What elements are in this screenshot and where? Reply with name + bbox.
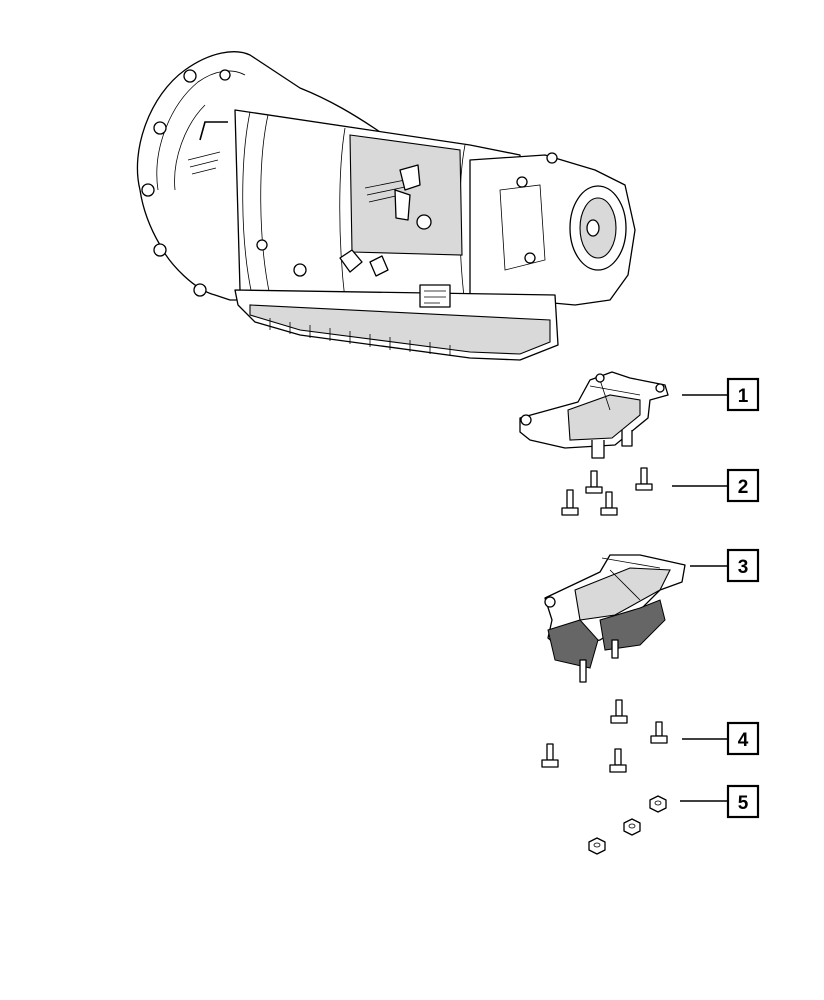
callout-label-1: 1	[738, 386, 749, 407]
callout-label-5: 5	[738, 793, 749, 814]
bolt	[609, 748, 627, 773]
callout-box-1	[726, 377, 760, 412]
callout-label-3: 3	[738, 557, 749, 578]
nut	[623, 818, 641, 836]
callout-box-2	[726, 468, 760, 503]
callout-box-4	[726, 721, 760, 756]
callout-box-3	[726, 548, 760, 583]
part-5-nuts	[588, 795, 667, 855]
bolt	[650, 721, 668, 744]
transmission-assembly	[136, 51, 636, 361]
callout-1: 1	[726, 377, 760, 412]
callout-2: 2	[726, 468, 760, 503]
callout-box-5	[726, 784, 760, 819]
part-3-insulator	[544, 554, 686, 683]
part-1-mount-bracket	[519, 371, 669, 459]
bolt	[610, 699, 628, 724]
part-4-bolts	[541, 699, 668, 773]
callout-label-4: 4	[738, 730, 749, 751]
callout-4: 4	[726, 721, 760, 756]
callout-3: 3	[726, 548, 760, 583]
nut	[588, 837, 606, 855]
bolt	[541, 743, 559, 768]
bolt	[600, 491, 618, 516]
callout-leaders	[672, 394, 728, 802]
bolt	[561, 489, 579, 516]
bolt	[585, 470, 603, 494]
callout-5: 5	[726, 784, 760, 819]
bolt	[635, 467, 653, 491]
part-2-bolts	[561, 467, 653, 516]
nut	[649, 795, 667, 813]
callout-label-2: 2	[738, 477, 749, 498]
